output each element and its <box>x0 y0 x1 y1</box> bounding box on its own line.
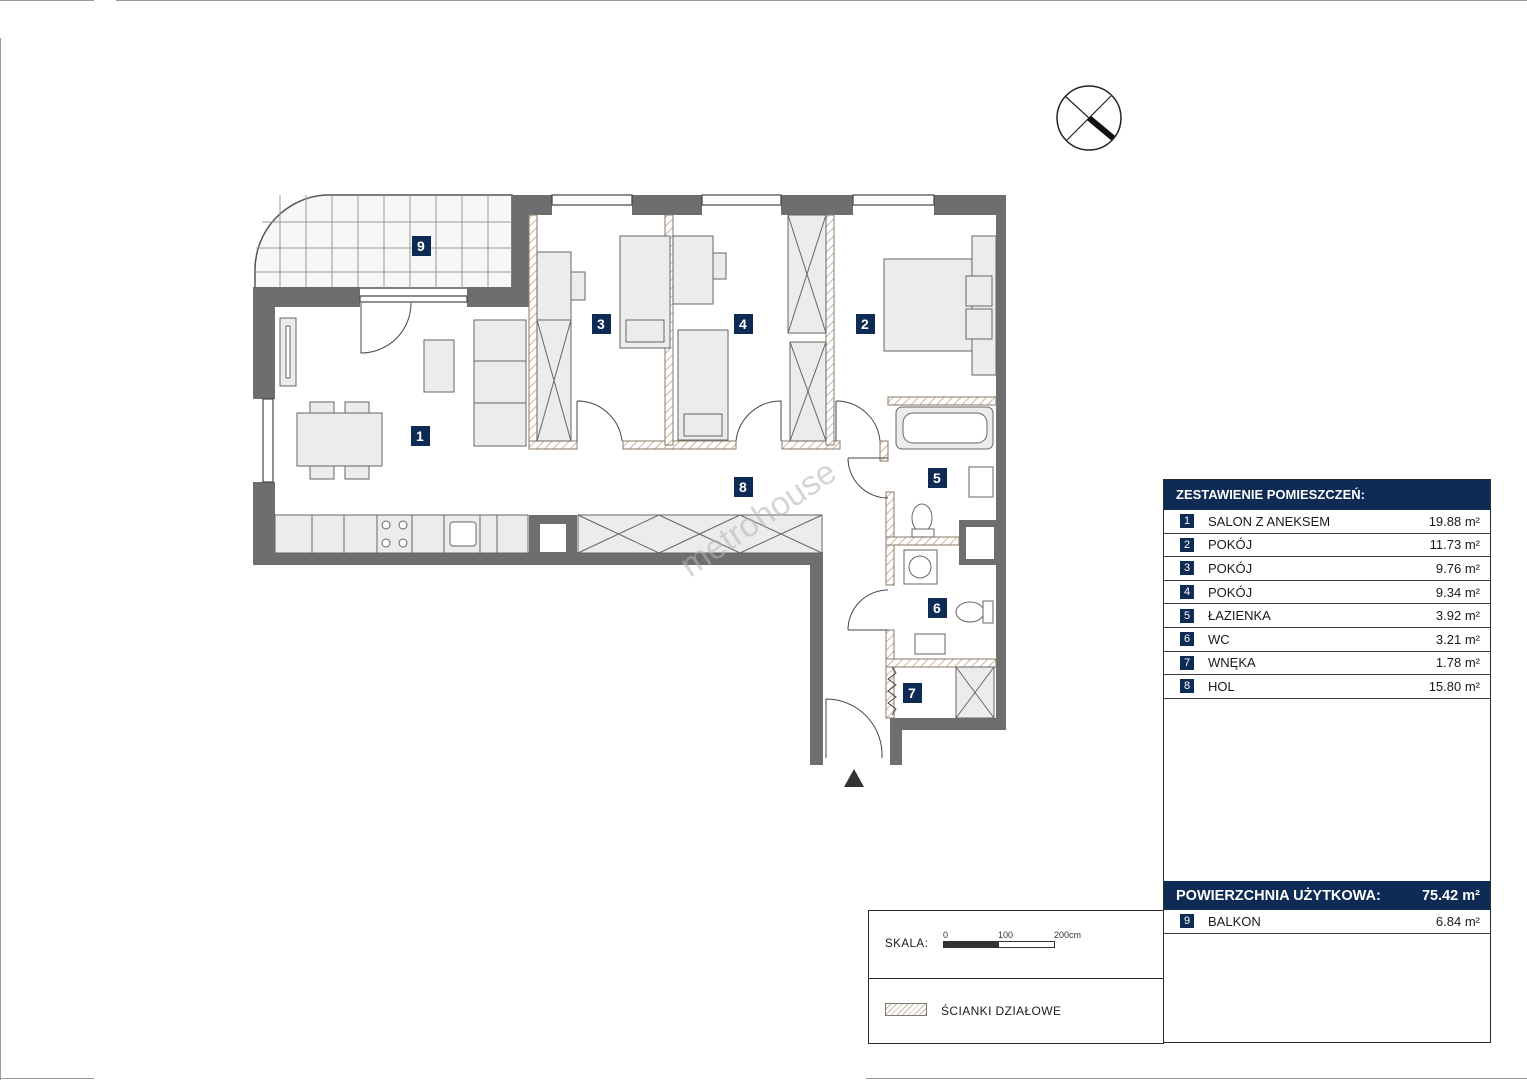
room-number: 6 <box>1180 632 1194 647</box>
room-number: 3 <box>1180 561 1194 576</box>
legend-row: 1 SALON Z ANEKSEM 19.88 m² <box>1164 510 1490 534</box>
room-name: WC <box>1208 631 1230 647</box>
room-number: 2 <box>1180 537 1194 552</box>
room-area: 15.80 m² <box>1428 678 1480 694</box>
legend-row: 5 ŁAZIENKA 3.92 m² <box>1164 604 1490 628</box>
frame-top-left <box>0 0 94 1</box>
room-name: BALKON <box>1208 913 1261 929</box>
room-area: 1.78 m² <box>1435 655 1480 671</box>
scale-label: SKALA: <box>885 938 929 950</box>
svg-text:8: 8 <box>739 479 747 495</box>
svg-text:4: 4 <box>739 316 747 332</box>
legend-row: 8 HOL 15.80 m² <box>1164 675 1490 699</box>
room-name: POKÓJ <box>1208 560 1253 576</box>
svg-text:1: 1 <box>416 428 424 444</box>
legend-row: 2 POKÓJ 11.73 m² <box>1164 534 1490 558</box>
partition-legend-label: ŚCIANKI DZIAŁOWE <box>941 1004 1062 1018</box>
scale-legend: SKALA: 0 100 200cm ŚCIANKI DZIAŁOWE <box>868 910 1164 1044</box>
divider <box>869 978 1164 979</box>
room-number: 7 <box>1180 655 1194 670</box>
room-name: HOL <box>1208 678 1235 694</box>
room-number: 4 <box>1180 585 1194 600</box>
room-name: POKÓJ <box>1208 537 1253 553</box>
scale-tick: 100 <box>998 930 1014 940</box>
frame-bottom-right <box>866 1078 1527 1079</box>
room-name: ŁAZIENKA <box>1208 608 1271 624</box>
frame-left <box>0 38 1 1080</box>
room-area: 9.76 m² <box>1435 560 1480 576</box>
room-number: 5 <box>1180 608 1194 623</box>
room-area: 3.21 m² <box>1435 631 1480 647</box>
balcony <box>254 194 513 289</box>
frame-top <box>116 0 1527 1</box>
svg-text:5: 5 <box>933 470 941 486</box>
svg-text:2: 2 <box>861 316 869 332</box>
svg-text:9: 9 <box>417 238 425 254</box>
room-name: WNĘKA <box>1208 655 1256 671</box>
room-area: 3.92 m² <box>1435 608 1480 624</box>
legend-row: 7 WNĘKA 1.78 m² <box>1164 652 1490 676</box>
usable-area-total: POWIERZCHNIA UŻYTKOWA: 75.42 m² <box>1164 881 1490 910</box>
svg-text:6: 6 <box>933 600 941 616</box>
room-name: SALON Z ANEKSEM <box>1208 513 1331 529</box>
room-number: 1 <box>1180 514 1194 529</box>
frame-bottom-left <box>0 1078 94 1079</box>
scale-bar <box>943 941 1055 948</box>
room-area: 9.34 m² <box>1435 584 1480 600</box>
room-area: 19.88 m² <box>1428 513 1480 529</box>
legend-title: ZESTAWIENIE POMIESZCZEŃ: <box>1164 480 1490 510</box>
furniture <box>274 214 997 719</box>
svg-text:7: 7 <box>908 685 916 701</box>
room-legend: ZESTAWIENIE POMIESZCZEŃ: 1 SALON Z ANEKSE… <box>1163 479 1491 1043</box>
svg-text:3: 3 <box>597 316 605 332</box>
doors <box>360 302 897 759</box>
total-value: 75.42 m² <box>1421 887 1480 904</box>
room-number: 9 <box>1180 914 1194 929</box>
room-area: 6.84 m² <box>1435 913 1480 929</box>
room-name: POKÓJ <box>1208 584 1253 600</box>
legend-row: 3 POKÓJ 9.76 m² <box>1164 557 1490 581</box>
room-area: 11.73 m² <box>1429 537 1480 553</box>
scale-tick: 0 <box>943 930 949 940</box>
partition-swatch <box>885 1003 927 1016</box>
room-number: 8 <box>1180 679 1194 694</box>
room-tags: 9 1 3 4 2 8 5 6 7 <box>411 236 947 703</box>
legend-row: 4 POKÓJ 9.34 m² <box>1164 581 1490 605</box>
balcony-row: 9 BALKON 6.84 m² <box>1164 910 1490 934</box>
total-label: POWIERZCHNIA UŻYTKOWA: <box>1176 887 1381 904</box>
entrance-arrow-icon <box>844 769 864 787</box>
scale-tick: 200cm <box>1054 930 1082 940</box>
north-compass-icon <box>1056 85 1122 151</box>
legend-row: 6 WC 3.21 m² <box>1164 628 1490 652</box>
